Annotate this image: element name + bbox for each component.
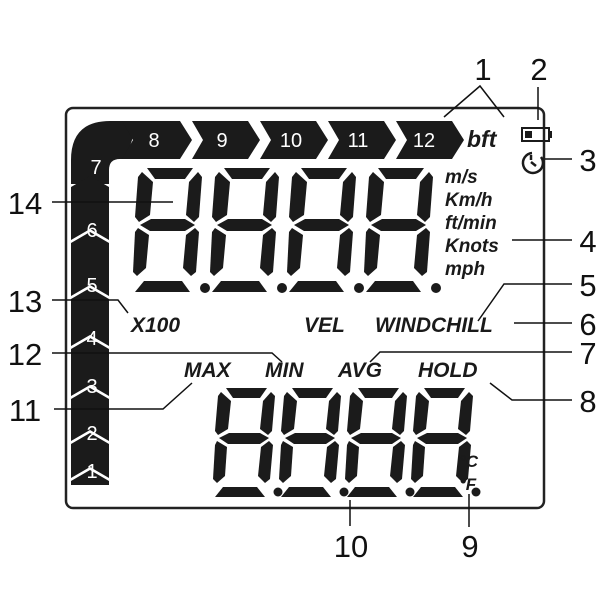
beaufort-step-6-label: 6 xyxy=(86,220,97,242)
beaufort-step-6 xyxy=(71,232,109,296)
beaufort-step-8-label: 8 xyxy=(148,130,159,152)
main-digit-3 xyxy=(287,168,364,293)
beaufort-step-10-label: 10 xyxy=(280,130,302,152)
beaufort-step-11 xyxy=(328,121,396,159)
callout-numbers: 1 2 3 4 5 6 7 8 9 10 11 12 13 14 xyxy=(8,52,597,564)
beaufort-step-8 xyxy=(122,121,192,159)
beaufort-step-3-label: 3 xyxy=(86,376,97,398)
leader-1 xyxy=(443,84,505,118)
vel-label: VEL xyxy=(304,314,345,337)
leader-8 xyxy=(489,382,572,401)
secondary-digit-2 xyxy=(279,388,349,497)
fahrenheit-label: °F xyxy=(459,475,477,494)
x100-label: X100 xyxy=(130,314,180,337)
timer-icon xyxy=(521,151,545,175)
unit-ftmin: ft/min xyxy=(445,213,497,234)
hold-label: HOLD xyxy=(418,359,478,382)
beaufort-step-4-label: 4 xyxy=(86,328,97,350)
callout-14: 14 xyxy=(8,186,42,221)
main-digit-2 xyxy=(210,168,287,293)
leader-11 xyxy=(54,382,193,410)
callout-9: 9 xyxy=(461,529,478,564)
callout-5: 5 xyxy=(579,268,596,303)
beaufort-corner-bar xyxy=(71,121,138,184)
bft-unit-label: bft xyxy=(467,126,498,152)
callout-8: 8 xyxy=(579,384,596,419)
max-label: MAX xyxy=(184,359,233,382)
callout-6: 6 xyxy=(579,307,596,342)
beaufort-step-3 xyxy=(71,388,109,441)
beaufort-step-2 xyxy=(71,433,109,478)
secondary-digit-3 xyxy=(345,388,415,497)
beaufort-step-5-label: 5 xyxy=(86,275,97,297)
callout-11: 11 xyxy=(9,393,41,428)
beaufort-step-1 xyxy=(71,470,109,485)
unit-mph: mph xyxy=(445,259,485,280)
unit-knots: Knots xyxy=(445,236,499,257)
unit-ms: m/s xyxy=(445,167,478,188)
beaufort-top-row: 8 9 10 11 12 xyxy=(122,121,464,159)
secondary-digit-display xyxy=(213,388,481,497)
leader-7 xyxy=(369,351,572,363)
callout-4: 4 xyxy=(579,224,596,259)
leader-12 xyxy=(52,352,283,363)
beaufort-step-5 xyxy=(71,288,109,346)
beaufort-step-1-label: 1 xyxy=(86,461,97,483)
secondary-digit-1 xyxy=(213,388,283,497)
callout-leaders xyxy=(52,84,572,527)
speed-units: m/s Km/h ft/min Knots mph xyxy=(445,167,499,280)
beaufort-step-7b xyxy=(71,176,109,240)
beaufort-step-7-label: 7 xyxy=(90,157,101,179)
beaufort-step-9 xyxy=(192,121,260,159)
main-digit-4 xyxy=(364,168,441,293)
leader-13 xyxy=(52,299,129,314)
callout-1: 1 xyxy=(474,52,491,87)
callout-12: 12 xyxy=(8,337,42,372)
beaufort-step-12-label: 12 xyxy=(413,130,435,152)
avg-label: AVG xyxy=(337,359,382,382)
beaufort-step-11-label: 11 xyxy=(348,130,369,152)
callout-7: 7 xyxy=(579,336,596,371)
beaufort-step-12 xyxy=(396,121,464,159)
beaufort-side-column: 7 6 5 4 3 2 1 xyxy=(71,157,109,485)
main-digit-display xyxy=(133,168,441,293)
celsius-label: °C xyxy=(459,452,479,471)
battery-icon xyxy=(521,127,552,142)
callout-10: 10 xyxy=(334,529,368,564)
callout-13: 13 xyxy=(8,284,42,319)
main-digit-1 xyxy=(133,168,210,293)
beaufort-step-10 xyxy=(260,121,328,159)
lcd-frame xyxy=(64,106,546,510)
leader-5 xyxy=(477,283,572,322)
beaufort-step-2-label: 2 xyxy=(86,423,97,445)
beaufort-step-9-label: 9 xyxy=(216,130,227,152)
callout-3: 3 xyxy=(579,143,596,178)
min-label: MIN xyxy=(265,359,304,382)
unit-kmh: Km/h xyxy=(445,190,493,211)
windchill-label: WINDCHILL xyxy=(375,314,493,337)
callout-2: 2 xyxy=(530,52,547,87)
